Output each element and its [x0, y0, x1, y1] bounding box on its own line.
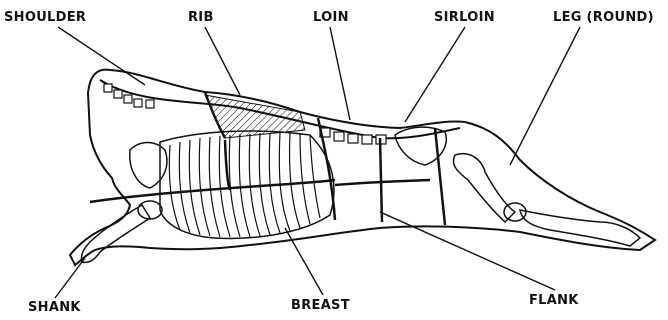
label-shank: SHANK	[28, 301, 81, 314]
label-sirloin: SIRLOIN	[434, 11, 495, 24]
ribs	[169, 133, 320, 237]
label-breast: BREAST	[291, 299, 350, 312]
knee-joint	[138, 201, 162, 219]
label-shoulder: SHOULDER	[4, 11, 86, 24]
shank-bone	[520, 210, 640, 246]
label-rib: RIB	[188, 11, 214, 24]
label-leg-round: LEG (ROUND)	[553, 11, 654, 24]
label-flank: FLANK	[529, 294, 579, 307]
femur	[453, 154, 515, 222]
leader-lines	[55, 27, 580, 298]
label-loin: LOIN	[313, 11, 349, 24]
shoulder-blade	[130, 143, 167, 189]
